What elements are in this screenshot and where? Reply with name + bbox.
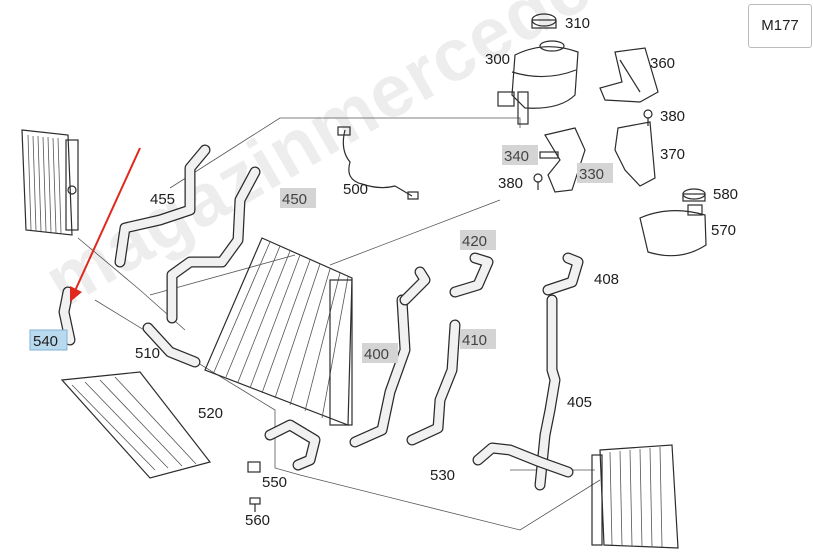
model-code-box: M177: [748, 4, 812, 48]
hose-410: [406, 319, 461, 446]
hose-510: [142, 322, 201, 368]
label-360: 360: [650, 55, 675, 72]
assembly-outline: [77, 117, 601, 531]
main-radiator: [204, 237, 353, 426]
label-405: 405: [567, 394, 592, 411]
wiring-harness-500: [337, 126, 419, 200]
right-aux-radiator: [591, 444, 679, 549]
label-330: 330: [579, 166, 604, 183]
bracket-360: [599, 47, 659, 103]
bolt-560: [249, 497, 261, 512]
hose-455: [114, 144, 211, 268]
left-aux-radiator-fins: [27, 134, 62, 234]
bracket-330: [544, 127, 586, 193]
tag-bg-400: [362, 343, 398, 363]
tag-bg-330: [577, 163, 613, 183]
label-380-b: 380: [498, 175, 523, 192]
bracket-370: [614, 121, 656, 187]
hose-450: [166, 166, 261, 324]
hose-400: [349, 266, 431, 448]
label-340: 340: [504, 148, 529, 165]
label-500: 500: [343, 181, 368, 198]
tag-bg-410: [460, 329, 496, 349]
screw-380-a: [643, 109, 653, 126]
hose-408: [542, 252, 584, 296]
tag-bg-540-highlight: [29, 329, 68, 351]
cap-580: [682, 188, 706, 202]
label-420: 420: [462, 233, 487, 250]
label-300: 300: [485, 51, 510, 68]
expansion-tank-cap: [531, 13, 557, 29]
hose-520: [264, 419, 321, 471]
hose-540: [58, 286, 76, 346]
model-code: M177: [761, 17, 799, 34]
tag-bg-420: [460, 230, 496, 250]
clip-550: [247, 461, 261, 473]
label-520: 520: [198, 405, 223, 422]
expansion-tank: [497, 40, 579, 125]
label-410: 410: [462, 332, 487, 349]
label-550: 550: [262, 474, 287, 491]
label-408: 408: [594, 271, 619, 288]
highlight-arrow: [70, 147, 141, 302]
label-540: 540: [33, 333, 58, 350]
reservoir-570: [639, 204, 707, 257]
tag-bg-340: [502, 145, 538, 165]
bottom-intercooler: [60, 371, 212, 479]
label-580: 580: [713, 186, 738, 203]
label-400: 400: [364, 346, 389, 363]
label-370: 370: [660, 146, 685, 163]
label-455: 455: [150, 191, 175, 208]
tag-bg-450: [280, 188, 316, 208]
hose-530: [472, 442, 574, 478]
label-570: 570: [711, 222, 736, 239]
main-radiator-fins: [213, 241, 349, 419]
label-450: 450: [282, 191, 307, 208]
hose-405: [534, 294, 561, 491]
label-310: 310: [565, 15, 590, 32]
hose-420: [449, 252, 494, 298]
label-530: 530: [430, 467, 455, 484]
label-560: 560: [245, 512, 270, 529]
label-380-a: 380: [660, 108, 685, 125]
left-aux-radiator: [21, 129, 79, 236]
part-340: [539, 151, 559, 159]
label-510: 510: [135, 345, 160, 362]
screw-380-b: [533, 173, 543, 190]
